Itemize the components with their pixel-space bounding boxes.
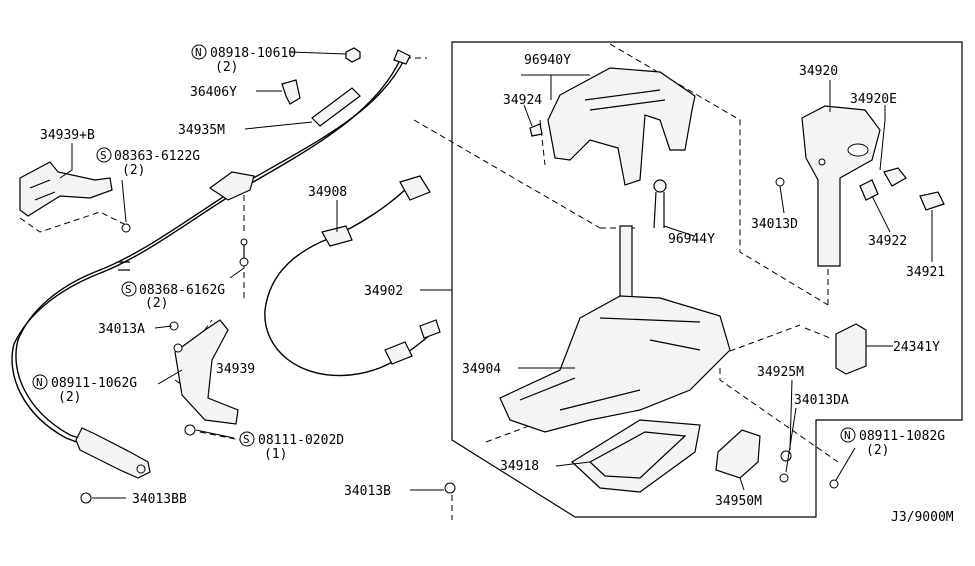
label-08368: 08368-6162G: [139, 283, 225, 298]
label-08368-qty: (2): [145, 296, 168, 311]
label-34908: 34908: [308, 185, 347, 200]
label-08111-qty: (1): [264, 447, 287, 462]
label-08911b-qty: (2): [866, 443, 889, 458]
bracket-34939: [169, 238, 249, 436]
lever-base-34904: [499, 225, 731, 433]
part-labels: 08918-10610 (2) 36406Y 34939+B 34935M 08…: [40, 46, 954, 525]
label-34013a: 34013A: [98, 322, 145, 337]
symbol-circles: N S S N S N: [32, 44, 856, 447]
label-96944y: 96944Y: [668, 232, 715, 247]
label-08911b: 08911-1082G: [859, 429, 945, 444]
label-34939: 34939: [216, 362, 255, 377]
shift-cable-34935m: [11, 49, 411, 479]
diagram-code: J3/9000M: [891, 510, 954, 525]
label-34013d: 34013D: [751, 217, 798, 232]
selector-knob-34920: [775, 105, 945, 267]
label-34939b: 34939+B: [40, 128, 95, 143]
label-34922: 34922: [868, 234, 907, 249]
label-34904: 34904: [462, 362, 501, 377]
label-34925m: 34925M: [757, 365, 804, 380]
switch-34950m: [715, 429, 839, 489]
boot-34918: [571, 419, 701, 493]
label-34920: 34920: [799, 64, 838, 79]
sym-08363: S: [100, 149, 107, 162]
label-96940y: 96940Y: [524, 53, 571, 68]
leader-lines: [59, 51, 933, 499]
fasteners: [80, 482, 456, 504]
bracket-34939b: [19, 161, 131, 233]
label-34902: 34902: [364, 284, 403, 299]
label-08918: 08918-10610: [210, 46, 296, 61]
label-34013da: 34013DA: [794, 393, 849, 408]
cable-34908: [264, 175, 441, 377]
sym-08368: S: [125, 283, 132, 296]
label-08363-qty: (2): [122, 163, 145, 178]
label-36406y: 36406Y: [190, 85, 237, 100]
label-34950m: 34950M: [715, 494, 762, 509]
relay-24341y: [835, 323, 867, 375]
label-08911a-qty: (2): [58, 390, 81, 405]
indicator-cover-96940y: [529, 67, 696, 186]
label-34013b: 34013B: [344, 484, 391, 499]
dashed-reference-lines: [19, 43, 839, 520]
label-34921: 34921: [906, 265, 945, 280]
label-08911a: 08911-1062G: [51, 376, 137, 391]
label-08111: 08111-0202D: [258, 433, 344, 448]
label-08918-qty: (2): [215, 60, 238, 75]
label-34920e: 34920E: [850, 92, 897, 107]
sym-08911a: N: [36, 376, 43, 389]
label-24341y: 24341Y: [893, 340, 940, 355]
label-34013bb: 34013BB: [132, 492, 187, 507]
sym-08918: N: [195, 46, 202, 59]
bulb-socket-96944y: [653, 179, 667, 229]
sym-08111: S: [243, 433, 250, 446]
label-08363: 08363-6122G: [114, 149, 200, 164]
sym-08911b: N: [844, 429, 851, 442]
label-34935m: 34935M: [178, 123, 225, 138]
label-34918: 34918: [500, 459, 539, 474]
label-34924: 34924: [503, 93, 542, 108]
cable-clip-36406y: [281, 47, 361, 105]
main-assembly-frame: [451, 41, 963, 518]
